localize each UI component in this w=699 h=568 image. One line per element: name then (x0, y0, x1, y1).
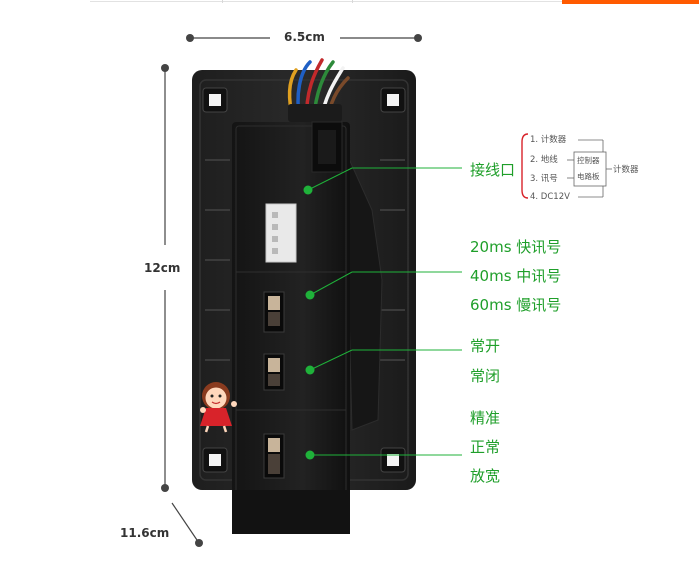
callout-dot (305, 450, 315, 460)
width-label: 6.5cm (284, 30, 325, 44)
mounting-hole-icon (380, 447, 406, 473)
dimension-dot (186, 34, 194, 42)
connector-pins (272, 212, 278, 254)
top-connector-slot (318, 130, 336, 164)
white-wire-connector (265, 203, 297, 263)
control-board-box (573, 151, 607, 187)
depth-label: 11.6cm (120, 526, 170, 540)
mode-option-precise: 精准 (470, 409, 501, 427)
speed-option-20ms: 20ms 快讯号 (470, 238, 562, 256)
sensor-body-base (232, 490, 350, 534)
height-label: 12cm (144, 261, 181, 275)
pin-2-label: 2. 地线 (530, 155, 558, 165)
mounting-hole-icon (202, 447, 228, 473)
contact-switch-icon (263, 353, 285, 391)
mounting-hole-icon (202, 87, 228, 113)
callout-dots (303, 185, 315, 460)
pin-3-label: 3. 讯号 (530, 174, 558, 184)
nav-tick (222, 0, 223, 3)
mounting-hole-icon (380, 87, 406, 113)
sensor-body (232, 122, 350, 532)
mode-option-normal: 正常 (470, 438, 501, 456)
cartoon-girl-mascot-icon (200, 382, 237, 433)
wire-grommet (288, 104, 342, 122)
plate-ribs (205, 159, 405, 361)
wiring-diagram (521, 133, 612, 199)
pin-1-label: 1. 计数器 (530, 135, 567, 145)
contact-option-normally-open: 常开 (470, 337, 501, 355)
depth-dimension-line (171, 502, 200, 544)
dimension-dot (414, 34, 422, 42)
speed-switch-icon (263, 291, 285, 333)
nav-accent-bar (562, 0, 699, 4)
callout-leaders (307, 167, 462, 456)
dimension-dot (161, 484, 169, 492)
callout-dot (305, 365, 315, 375)
counter-label: 计数器 (613, 165, 639, 175)
dimension-dot (195, 539, 203, 547)
speed-option-60ms: 60ms 慢讯号 (470, 296, 562, 314)
dimension-dot (161, 64, 169, 72)
nav-underline (90, 1, 562, 2)
speed-option-40ms: 40ms 中讯号 (470, 267, 562, 285)
mode-option-loose: 放宽 (470, 467, 501, 485)
contact-option-normally-closed: 常闭 (470, 367, 501, 385)
callout-dot (305, 290, 315, 300)
board-label-line1: 控制器 (577, 156, 600, 165)
mode-switch-icon (263, 433, 285, 479)
nav-tick (352, 0, 353, 3)
red-bracket (521, 133, 529, 199)
callout-dot (303, 185, 313, 195)
pin-4-label: 4. DC12V (530, 192, 570, 202)
top-nav-strip (0, 0, 699, 4)
board-label-line2: 电路板 (577, 172, 600, 181)
connector-label: 接线口 (470, 161, 516, 179)
